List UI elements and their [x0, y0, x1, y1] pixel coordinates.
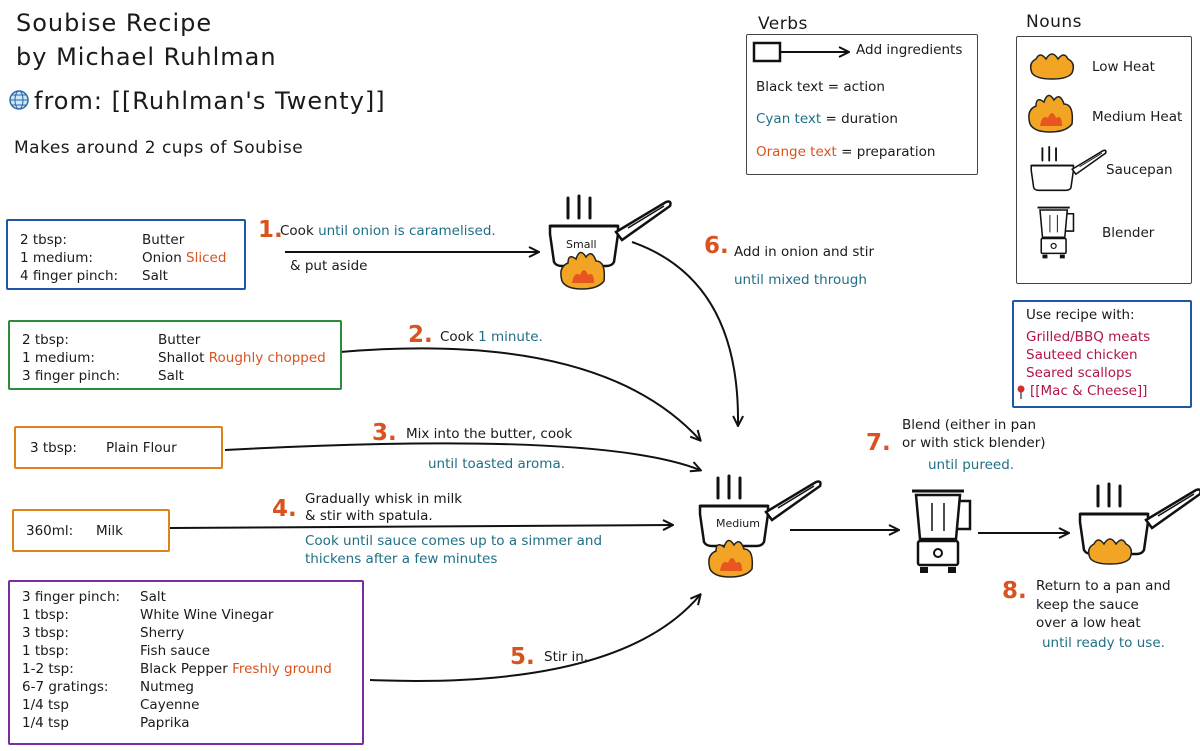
arrow-icon [169, 525, 672, 528]
ingredient-name: White Wine Vinegar [140, 607, 274, 623]
ingredients-box-3: 3 tbsp: Plain Flour [14, 426, 223, 469]
use-with-item: Sauteed chicken [1026, 347, 1138, 363]
ingredients-box-5: 3 finger pinch: Salt 1 tbsp: White Wine … [8, 580, 364, 745]
step-6-number: 6. [704, 233, 729, 259]
ingredient-name: Sherry [140, 625, 185, 641]
legend-cyan: Cyan text = duration [756, 111, 898, 127]
step-8-line1: Return to a pan and [1036, 578, 1171, 594]
step-5-text: Stir in. [544, 649, 589, 665]
step-7-duration: until pureed. [928, 457, 1015, 473]
use-with-item: Seared scallops [1026, 365, 1132, 381]
step-4-line1: Gradually whisk in milk [305, 491, 463, 507]
ingredient-qty: 4 finger pinch: [20, 268, 119, 284]
ingredient-name: Cayenne [140, 697, 200, 713]
ingredient-qty: 1/4 tsp [22, 697, 69, 713]
globe-icon [9, 90, 29, 110]
step-2-number: 2. [408, 322, 433, 348]
use-with-title: Use recipe with: [1026, 307, 1135, 323]
step-7-number: 7. [866, 430, 891, 456]
arrow-icon [339, 347, 700, 440]
step-7-line2: or with stick blender) [902, 435, 1046, 451]
ingredient-name: Black Pepper Freshly ground [140, 661, 332, 677]
page-subtitle: by Michael Ruhlman [16, 43, 277, 71]
legend-medium-heat: Medium Heat [1092, 109, 1183, 125]
step-8-line2: keep the sauce [1036, 597, 1139, 613]
yield-text: Makes around 2 cups of Soubise [14, 138, 304, 158]
step-4-duration2: thickens after a few minutes [305, 551, 498, 567]
ingredient-qty: 3 finger pinch: [22, 368, 121, 384]
use-with-link[interactable]: [[Mac & Cheese]] [1030, 383, 1148, 399]
use-with-item: Grilled/BBQ meats [1026, 329, 1151, 345]
ingredient-name: Nutmeg [140, 679, 194, 695]
step-8-line3: over a low heat [1036, 615, 1141, 631]
ingredient-name: Paprika [140, 715, 190, 731]
ingredient-qty: 1-2 tsp: [22, 661, 74, 677]
ingredients-box-2: 2 tbsp: Butter 1 medium: Shallot Roughly… [8, 320, 342, 390]
ingredients-box-1: 2 tbsp: Butter 1 medium: Onion Sliced 4 … [6, 219, 246, 290]
ingredients-box-4: 360ml: Milk [12, 509, 170, 552]
ingredient-name: Salt [158, 368, 184, 384]
legend-orange: Orange text = preparation [756, 144, 936, 160]
step-1-text: Cook until onion is caramelised. [280, 223, 496, 239]
step-3-duration: until toasted aroma. [428, 456, 566, 472]
ingredient-qty: 3 tbsp: [30, 440, 77, 456]
ingredient-qty: 3 finger pinch: [22, 589, 121, 605]
arrow-icon [369, 595, 700, 682]
step-3-text: Mix into the butter, cook [406, 426, 573, 442]
arrow-icon [224, 442, 700, 470]
ingredient-qty: 2 tbsp: [20, 232, 67, 248]
step-4-duration1: Cook until sauce comes up to a simmer an… [305, 533, 603, 549]
source-link[interactable]: from: [[Ruhlman's Twenty]] [34, 87, 386, 115]
legend-blender: Blender [1102, 225, 1155, 241]
ingredient-name: Butter [142, 232, 185, 248]
legend-add-ingredients: Add ingredients [856, 42, 963, 58]
step-6-duration: until mixed through [734, 272, 867, 288]
step-3-number: 3. [372, 420, 397, 446]
verbs-legend [746, 34, 978, 175]
ingredient-qty: 1 tbsp: [22, 607, 69, 623]
step-5-number: 5. [510, 644, 535, 670]
ingredient-name: Shallot Roughly chopped [158, 350, 326, 366]
nouns-title: Nouns [1026, 12, 1083, 32]
medium-pan-label: Medium [716, 517, 760, 530]
step-8-number: 8. [1002, 578, 1027, 604]
small-pan-label: Small [566, 238, 597, 251]
ingredient-name: Milk [96, 523, 123, 539]
legend-low-heat: Low Heat [1092, 59, 1155, 75]
use-with-box: Use recipe with: Grilled/BBQ meats Saute… [1012, 300, 1192, 408]
ingredient-qty: 1 medium: [22, 350, 95, 366]
step-6-text: Add in onion and stir [734, 244, 875, 260]
pin-icon [1017, 385, 1025, 399]
arrow-icon [631, 241, 738, 425]
step-7-line1: Blend (either in pan [902, 417, 1037, 433]
legend-saucepan: Saucepan [1106, 162, 1173, 178]
ingredient-qty: 3 tbsp: [22, 625, 69, 641]
step-4-number: 4. [272, 496, 297, 522]
verbs-title: Verbs [758, 14, 808, 34]
ingredient-name: Onion Sliced [142, 250, 227, 266]
legend-black: Black text = action [756, 79, 885, 95]
ingredient-name: Salt [142, 268, 168, 284]
ingredient-qty: 6-7 gratings: [22, 679, 109, 695]
ingredient-qty: 1/4 tsp [22, 715, 69, 731]
ingredient-qty: 2 tbsp: [22, 332, 69, 348]
page-title: Soubise Recipe [16, 9, 213, 37]
ingredient-qty: 1 medium: [20, 250, 93, 266]
ingredient-name: Salt [140, 589, 166, 605]
step-1-number: 1. [258, 217, 283, 243]
step-2-text: Cook 1 minute. [440, 329, 543, 345]
ingredient-qty: 1 tbsp: [22, 643, 69, 659]
step-1-extra: & put aside [290, 258, 368, 274]
ingredient-name: Fish sauce [140, 643, 211, 659]
ingredient-qty: 360ml: [26, 523, 74, 539]
ingredient-name: Butter [158, 332, 201, 348]
step-4-line2: & stir with spatula. [305, 508, 433, 524]
ingredient-name: Plain Flour [106, 440, 177, 456]
nouns-legend [1016, 36, 1192, 284]
step-8-duration: until ready to use. [1042, 635, 1165, 651]
